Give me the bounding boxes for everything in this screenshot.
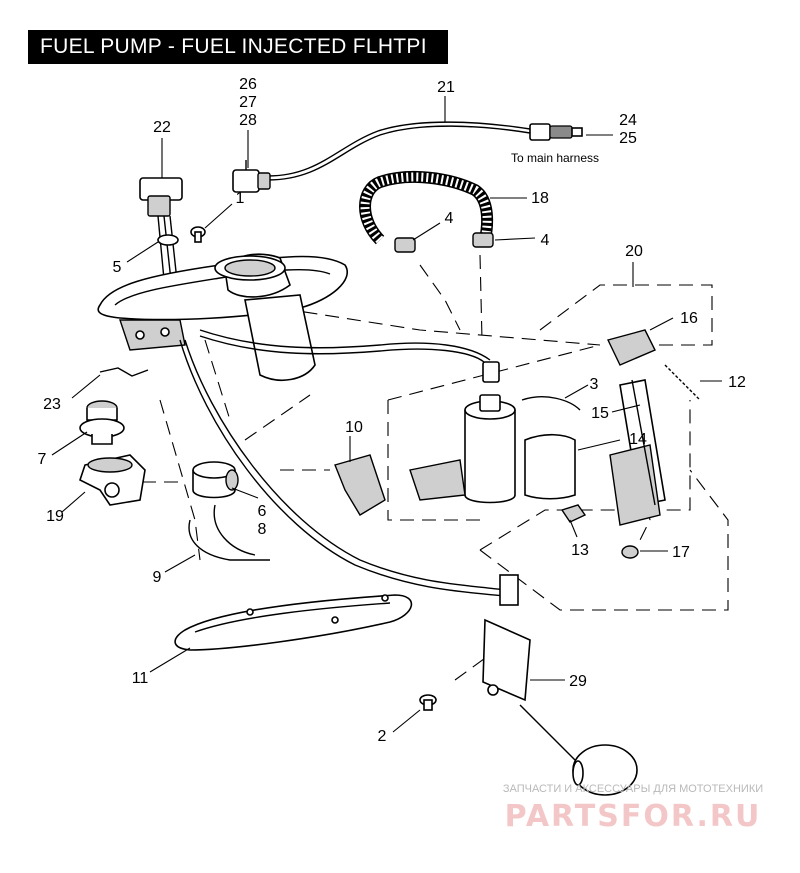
grommet-13	[560, 504, 587, 523]
callout-18: 18	[531, 190, 549, 207]
connector-26-28	[232, 160, 271, 193]
callout-22: 22	[153, 119, 171, 136]
callout-7: 7	[38, 451, 47, 468]
callout-1: 1	[236, 190, 245, 207]
callout-19: 19	[46, 508, 64, 525]
callout-6: 6	[258, 503, 267, 520]
callout-9: 9	[153, 569, 162, 586]
regulator-housing-19	[79, 454, 146, 506]
fuel-filter-6	[192, 461, 239, 499]
callout-11: 11	[132, 670, 149, 687]
callout-4b: 4	[541, 232, 550, 249]
leader-lines	[51, 96, 722, 733]
callout-20: 20	[625, 243, 643, 260]
hose-clamp-4a	[394, 237, 416, 253]
nut-17	[621, 545, 639, 559]
hose-clamp-4b	[472, 232, 494, 248]
callout-17: 17	[672, 544, 690, 561]
callout-26: 26	[239, 76, 257, 93]
pump-bracket-15	[609, 379, 666, 526]
bracket-10	[334, 454, 386, 516]
fuel-pump-body	[409, 394, 516, 504]
callout-10: 10	[345, 419, 363, 436]
callout-16: 16	[680, 310, 698, 327]
o-ring-5	[157, 234, 179, 246]
connector-22	[139, 177, 183, 291]
callout-24: 24	[619, 112, 637, 129]
callout-8: 8	[258, 521, 267, 538]
watermark: ЗАПЧАСТИ И АКСЕССУАРЫ ДЛЯ МОТОТЕХНИКИ PA…	[503, 783, 763, 834]
fuel-level-sender-29	[482, 574, 638, 796]
screw-1	[190, 226, 206, 243]
watermark-caption: ЗАПЧАСТИ И АКСЕССУАРЫ ДЛЯ МОТОТЕХНИКИ	[503, 783, 763, 795]
wire-9	[188, 519, 270, 561]
spring-12	[664, 364, 701, 401]
pressure-regulator-7	[79, 400, 125, 445]
callout-5: 5	[113, 259, 122, 276]
callout-4a: 4	[445, 210, 454, 227]
hose-8	[213, 504, 256, 556]
gasket-11	[174, 594, 413, 651]
callout-12: 12	[728, 374, 746, 391]
callout-15: 15	[591, 405, 609, 422]
callout-3: 3	[590, 376, 599, 393]
callout-29: 29	[569, 673, 587, 690]
callout-2: 2	[378, 728, 387, 745]
watermark-brand: PARTSFOR.RU	[505, 799, 762, 834]
retainer-3	[521, 396, 581, 411]
callout-13: 13	[571, 542, 589, 559]
callout-14: 14	[629, 431, 647, 448]
callout-25: 25	[619, 130, 637, 147]
harness-note: To main harness	[511, 151, 599, 165]
callout-labels: 21 26 27 28 22 24 25 To main harness 1 1…	[38, 76, 746, 745]
retaining-clip-23	[99, 367, 149, 377]
sender-wires	[179, 329, 506, 597]
fuel-hose-18	[359, 171, 494, 245]
page-title: FUEL PUMP - FUEL INJECTED FLHTPI	[28, 30, 448, 64]
callout-23: 23	[43, 396, 61, 413]
sleeve-14	[524, 433, 576, 500]
callout-28: 28	[239, 112, 257, 129]
callout-21: 21	[437, 79, 455, 96]
wiring-harness-21	[267, 121, 583, 181]
fuel-pump-flange	[97, 253, 348, 381]
screw-2	[419, 694, 437, 711]
connector-16	[607, 329, 656, 366]
callout-27: 27	[239, 94, 257, 111]
